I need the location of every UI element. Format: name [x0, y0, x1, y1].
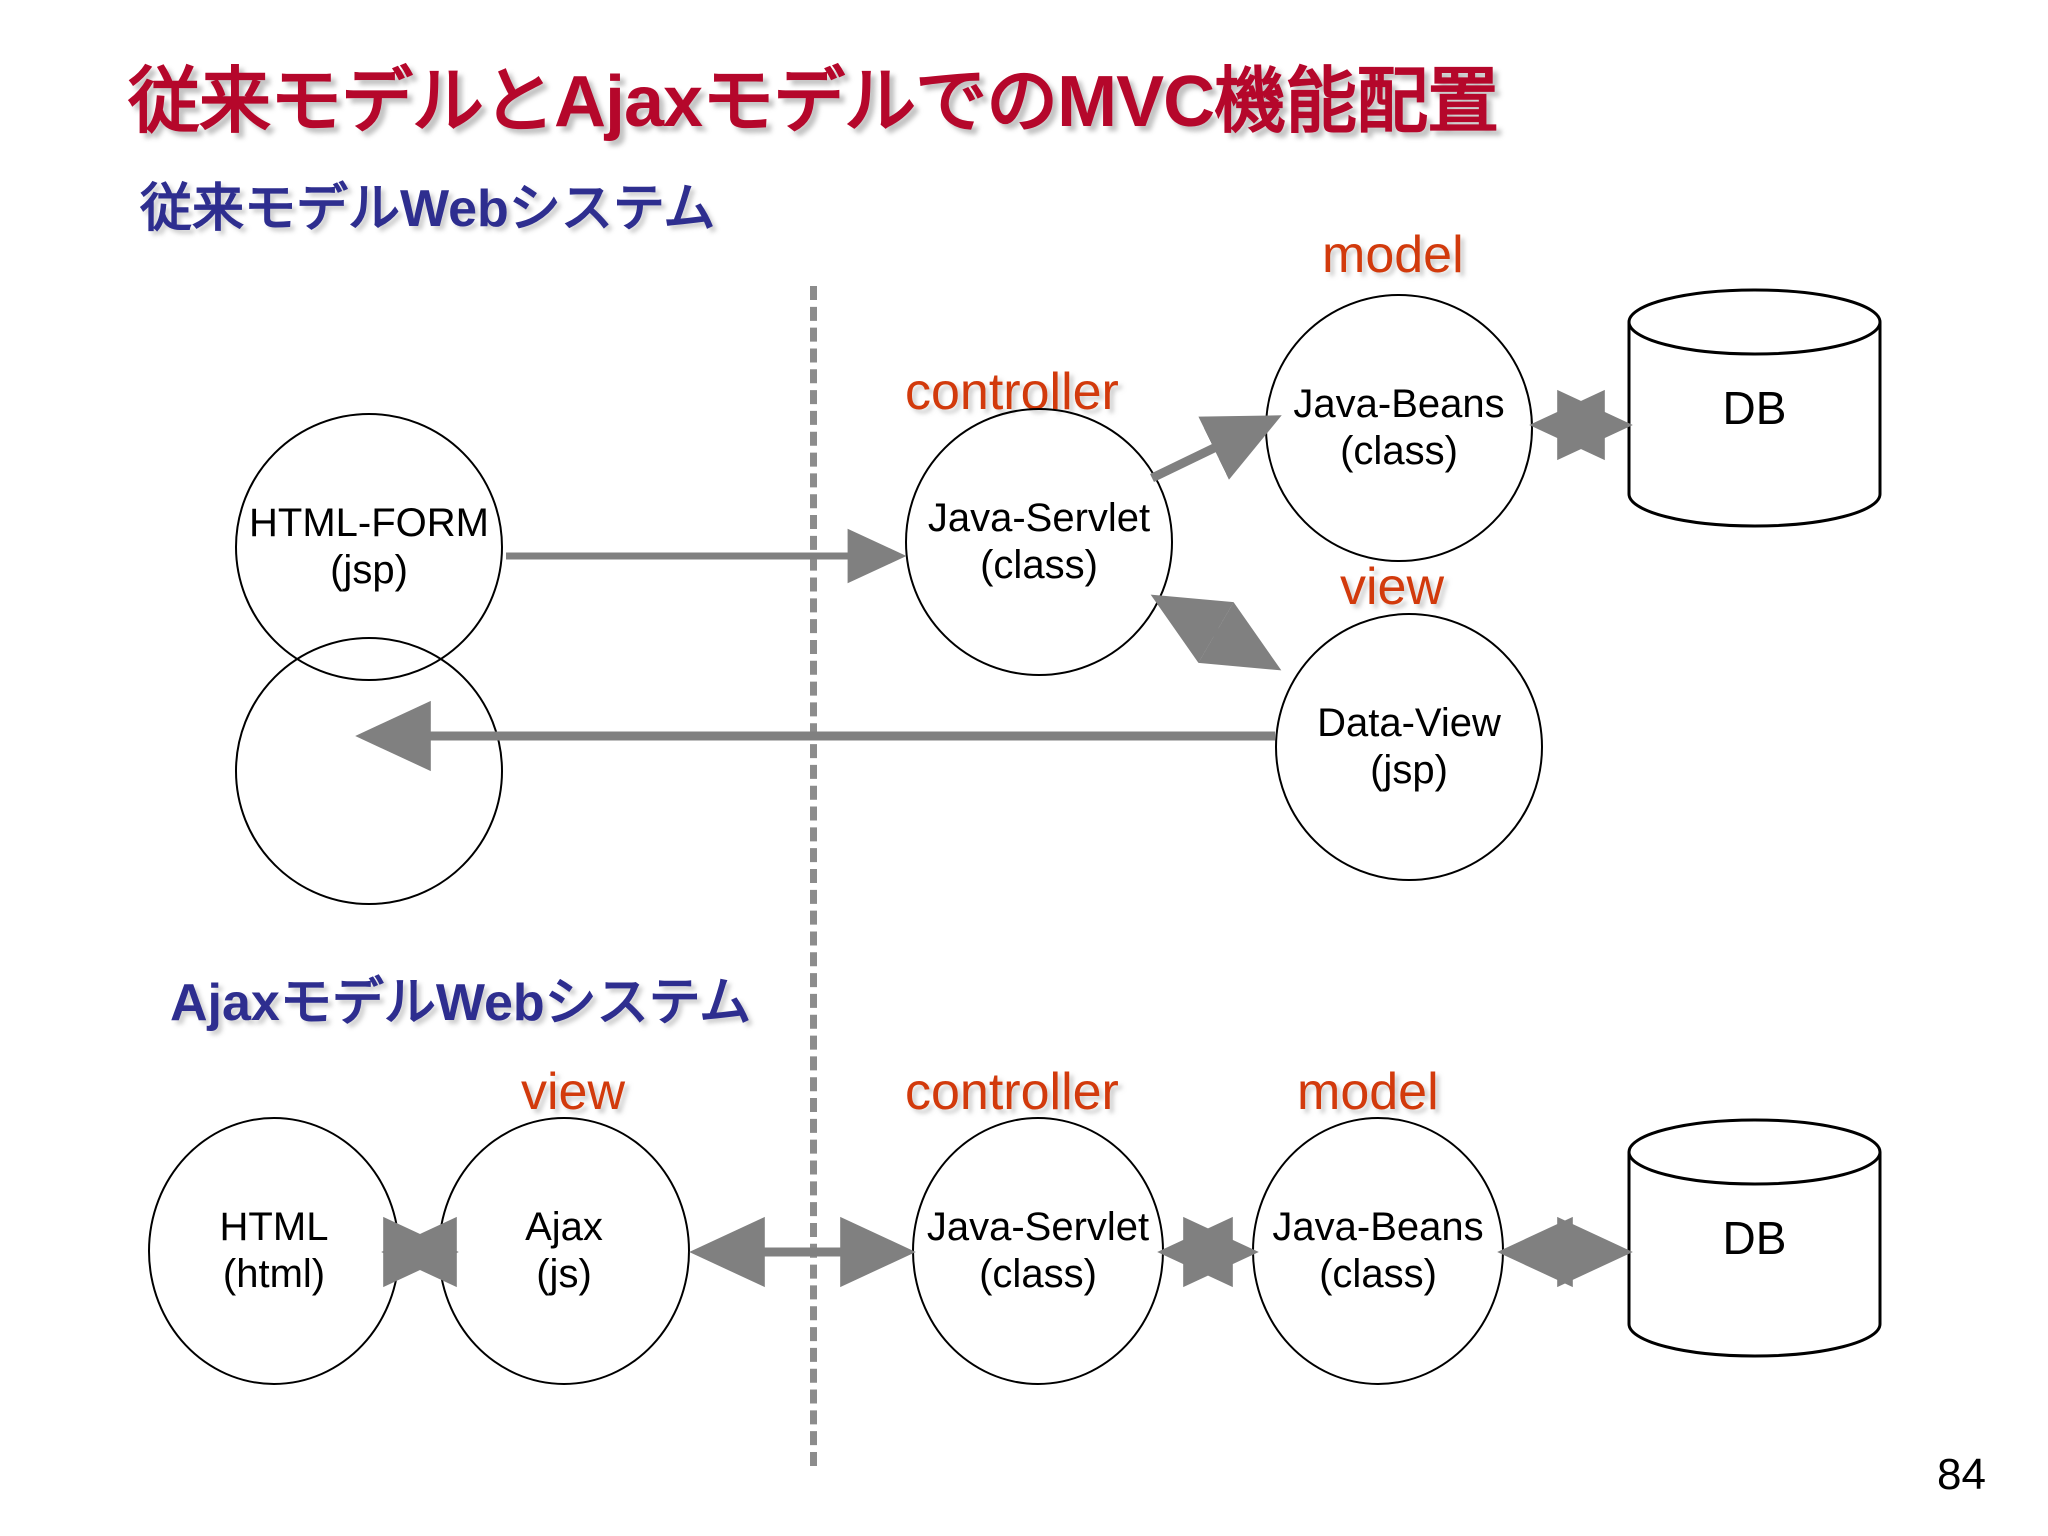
node-label-line2: (jsp) [330, 548, 408, 592]
node-label-line1: Java-Beans [1272, 1204, 1484, 1249]
node-label-line1: HTML [219, 1204, 329, 1249]
node-label-line1: Java-Servlet [926, 1204, 1150, 1249]
arrow-servlet-to-beans [1150, 415, 1282, 483]
node-java-servlet-legacy[interactable]: Java-Servlet (class) [905, 408, 1173, 676]
node-label-line2: (class) [979, 1252, 1097, 1296]
node-label-line1: Java-Beans [1293, 381, 1505, 426]
role-label-view-ajax: view [521, 1063, 626, 1121]
db-cylinder-legacy[interactable]: DB [1627, 288, 1882, 528]
cylinder-icon [1627, 1118, 1882, 1358]
role-label-controller-ajax: controller [905, 1063, 1119, 1121]
role-label-model-ajax: model [1297, 1063, 1439, 1121]
node-java-servlet-ajax[interactable]: Java-Servlet (class) [912, 1117, 1164, 1385]
node-data-view-legacy[interactable]: Data-View (jsp) [1275, 613, 1543, 881]
node-html-form-response[interactable] [235, 637, 503, 905]
node-label-line1: Data-View [1317, 700, 1501, 745]
role-label-model-legacy: model [1322, 226, 1464, 284]
role-label-view-legacy: view [1340, 558, 1445, 616]
node-label-line2: (class) [1319, 1252, 1437, 1296]
node-label-line2: (html) [222, 1252, 326, 1296]
node-label-line2: (js) [536, 1252, 592, 1296]
client-server-divider [810, 286, 817, 1466]
node-java-beans-legacy[interactable]: Java-Beans (class) [1265, 294, 1533, 562]
db-label: DB [1722, 1212, 1787, 1264]
node-label-line2: (class) [980, 543, 1098, 587]
section-heading-ajax: AjaxモデルWebシステム [170, 974, 752, 1032]
node-label-line2: (jsp) [1370, 748, 1448, 792]
db-label: DB [1722, 382, 1787, 434]
section-heading-legacy: 従来モデルWebシステム [140, 180, 716, 238]
node-html-form[interactable]: HTML-FORM (jsp) [235, 413, 503, 681]
page-number: 84 [1937, 1450, 1986, 1499]
node-label-line2: (class) [1340, 429, 1458, 473]
node-java-beans-ajax[interactable]: Java-Beans (class) [1252, 1117, 1504, 1385]
node-label-line1: HTML-FORM [249, 500, 489, 545]
node-ajax-js[interactable]: Ajax (js) [438, 1117, 690, 1385]
cylinder-icon [1627, 288, 1882, 528]
db-cylinder-ajax[interactable]: DB [1627, 1118, 1882, 1358]
arrow-servlet-to-dataview [1150, 594, 1282, 671]
node-html-ajax[interactable]: HTML (html) [148, 1117, 400, 1385]
node-label-line1: Ajax [525, 1204, 603, 1249]
node-label-line1: Java-Servlet [927, 495, 1151, 540]
page-title: 従来モデルとAjaxモデルでのMVC機能配置 [128, 62, 1499, 142]
